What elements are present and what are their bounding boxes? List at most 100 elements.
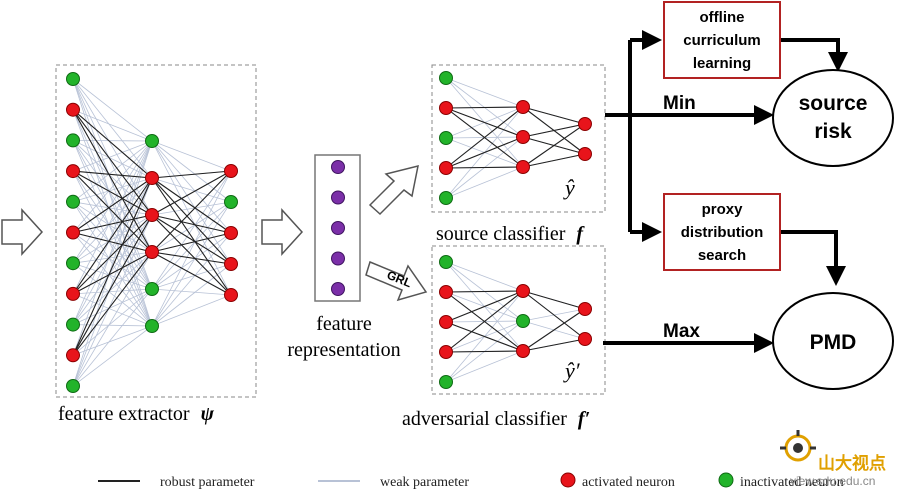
source-classifier-text: source classifier: [436, 223, 566, 245]
extractor-to-representation-arrow: [261, 208, 304, 256]
inactivated-neuron: [145, 319, 159, 333]
source-classifier-symbol: f: [576, 223, 585, 245]
robust-connection: [151, 232, 232, 253]
robust-connection: [151, 170, 232, 179]
feature-extractor-text: feature extractor: [58, 403, 190, 425]
inactivated-neuron: [145, 282, 159, 296]
offline-to-source-risk-arrow: [780, 38, 848, 72]
weak-connection: [72, 78, 153, 253]
watermark: 山大视点 view.sdu.edu.cn: [780, 430, 886, 488]
inactivated-neuron: [439, 191, 453, 205]
activated-neuron: [578, 147, 592, 161]
feature-neuron: [331, 160, 345, 174]
legend-activated-dot: [560, 472, 576, 488]
robust-connection: [445, 290, 524, 323]
weak-connection: [151, 201, 232, 216]
proxy-line-3: search: [698, 247, 746, 264]
activated-neuron: [145, 245, 159, 259]
weak-connection: [72, 140, 153, 203]
activated-neuron: [439, 285, 453, 299]
robust-connection: [445, 290, 524, 353]
robust-connection: [72, 177, 153, 356]
activated-neuron: [439, 161, 453, 175]
robust-connection: [445, 321, 524, 352]
weak-connection: [72, 288, 153, 387]
feature-neuron: [331, 190, 345, 205]
activated-neuron: [516, 160, 530, 174]
robust-connection: [522, 290, 586, 310]
weak-connection: [72, 78, 153, 142]
offline-line-1: offline: [700, 9, 745, 26]
robust-connection: [151, 214, 232, 234]
robust-connection: [522, 290, 586, 340]
activated-neuron: [516, 284, 530, 298]
weak-connection: [72, 251, 153, 387]
weak-connection: [445, 261, 524, 292]
activated-neuron: [224, 164, 238, 178]
robust-connection: [522, 308, 586, 352]
weak-connection: [151, 201, 232, 253]
robust-connection: [151, 214, 232, 296]
robust-connection: [72, 251, 153, 295]
weak-connection: [151, 140, 232, 265]
adversarial-classifier-symbol: f′: [578, 408, 590, 430]
robust-connection: [151, 170, 232, 216]
source-risk-line-2: risk: [814, 120, 852, 143]
robust-connection: [72, 109, 153, 179]
inactivated-neuron: [66, 317, 80, 332]
weak-connection: [72, 140, 153, 387]
activated-neuron: [145, 208, 159, 222]
robust-connection: [72, 177, 153, 295]
proxy-to-pmd-arrow: [780, 230, 846, 286]
activated-neuron: [66, 102, 80, 117]
proxy-distribution-search-box: [663, 193, 781, 271]
feature-extractor-symbol: ψ: [201, 403, 215, 425]
weak-connection: [72, 324, 153, 327]
inactivated-neuron: [439, 71, 453, 85]
weak-connection: [72, 214, 153, 387]
activated-neuron: [66, 164, 80, 179]
weak-connection: [72, 109, 153, 142]
weak-connection: [151, 232, 232, 290]
robust-connection: [522, 123, 586, 168]
inactivated-neuron: [66, 72, 80, 86]
robust-connection: [151, 177, 232, 265]
feature-extractor-label: feature extractor ψ: [58, 403, 215, 425]
input-arrow: [1, 208, 44, 256]
y-hat-label: ŷ: [563, 175, 575, 200]
flow-arrows: [603, 30, 848, 353]
weak-connection: [151, 170, 232, 290]
activated-neuron: [578, 302, 592, 316]
feature-extractor-box: [55, 64, 257, 398]
robust-connection: [445, 106, 524, 109]
robust-connection: [445, 107, 524, 138]
legend-robust-label: robust parameter: [160, 475, 255, 490]
weak-connection: [72, 140, 153, 142]
inactivated-neuron: [66, 133, 80, 148]
min-label: Min: [663, 93, 696, 114]
weak-connection: [151, 288, 232, 296]
activated-neuron: [516, 130, 530, 144]
legend-inactivated-label: inactivated neuron: [740, 475, 844, 490]
pmd-ellipse: [772, 292, 894, 390]
activated-neuron: [578, 117, 592, 131]
proxy-line-1: proxy: [702, 201, 744, 218]
source-classifier-box: [431, 64, 606, 213]
watermark-logo: [780, 430, 816, 462]
robust-connection: [522, 123, 586, 138]
activated-neuron: [439, 345, 453, 359]
weak-connection: [151, 140, 232, 203]
weak-connection: [72, 293, 153, 327]
feature-representation-neurons: [331, 160, 345, 296]
offline-curriculum-learning-box: [663, 1, 781, 79]
proxy-line-2: distribution: [681, 224, 764, 241]
activated-neuron: [516, 344, 530, 358]
legend-inactivated-dot: [718, 472, 734, 488]
feature-neuron: [331, 282, 345, 296]
robust-connection: [151, 177, 232, 296]
adversarial-classifier-label: adversarial classifier f′: [402, 408, 590, 430]
watermark-url: view.sdu.edu.cn: [790, 474, 875, 488]
activated-neuron: [66, 348, 80, 363]
weak-connection: [72, 325, 153, 387]
